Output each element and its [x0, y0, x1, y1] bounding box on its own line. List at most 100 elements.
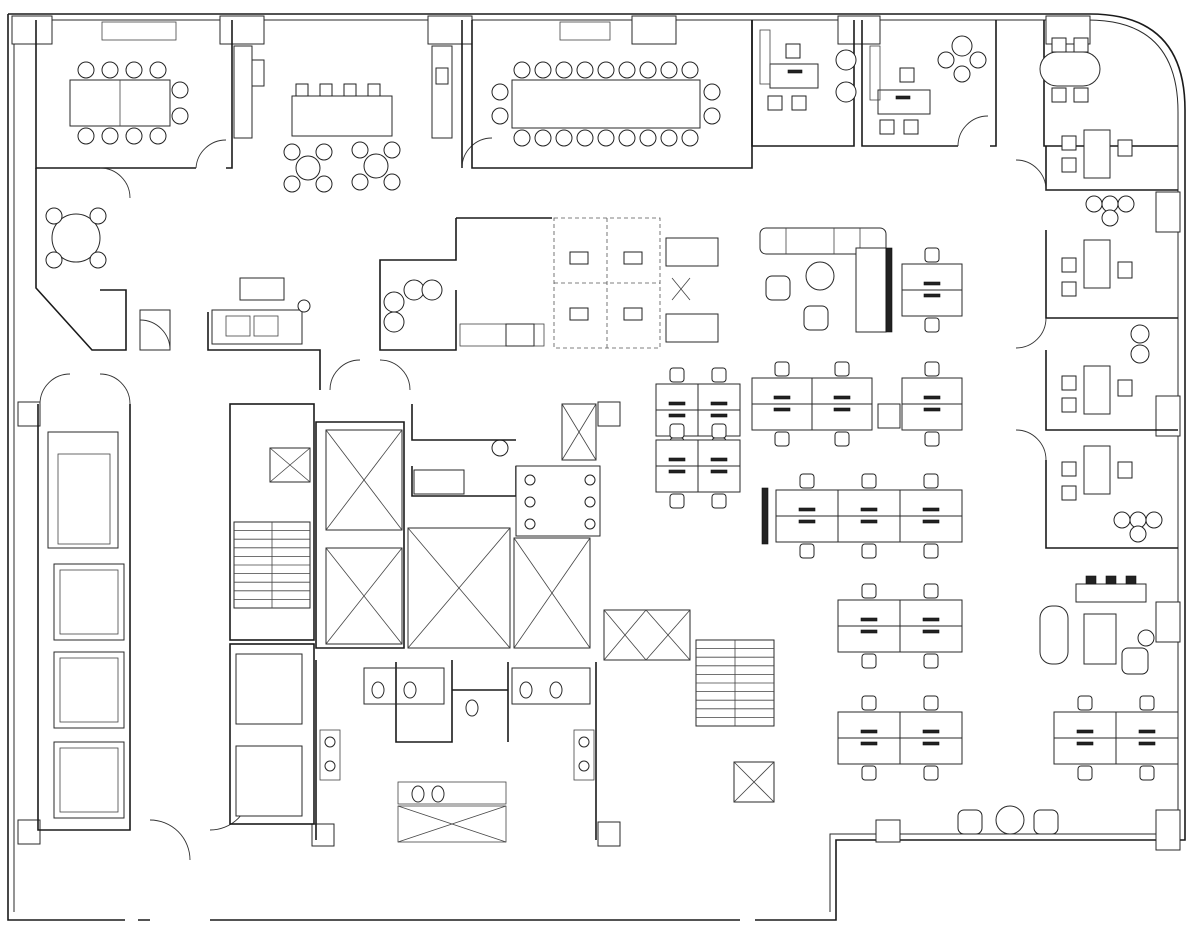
chair	[861, 695, 877, 711]
chair	[669, 367, 685, 383]
building-core	[37, 373, 775, 861]
monitor	[860, 519, 878, 524]
desk	[899, 599, 963, 627]
workstation-bench	[751, 361, 873, 447]
desk	[697, 439, 741, 467]
chair	[861, 543, 877, 559]
chair	[774, 361, 790, 377]
chair	[618, 61, 636, 79]
column	[631, 15, 677, 45]
chair	[774, 431, 790, 447]
chair	[491, 83, 509, 101]
pantry	[233, 20, 493, 193]
monitor	[798, 507, 816, 512]
monitor	[833, 407, 851, 412]
monitor	[923, 293, 941, 298]
desk	[899, 711, 963, 739]
monitor	[773, 395, 791, 400]
chair	[1139, 765, 1155, 781]
monitor	[923, 407, 941, 412]
chair	[639, 129, 657, 147]
boardroom	[471, 20, 753, 169]
monitor	[710, 401, 728, 406]
workstation-bench	[901, 361, 963, 447]
desk	[751, 377, 813, 405]
desk	[837, 711, 901, 739]
chair	[669, 423, 685, 439]
column	[597, 401, 621, 427]
monitor	[922, 629, 940, 634]
conference-room-1	[35, 20, 233, 169]
lounge-area	[759, 227, 893, 333]
column	[11, 15, 53, 45]
chair	[513, 61, 531, 79]
left-meeting-area	[35, 167, 321, 390]
column	[1155, 601, 1181, 643]
desk	[837, 599, 901, 627]
workstation-bench	[837, 583, 963, 669]
column	[311, 823, 335, 847]
chair	[555, 61, 573, 79]
monitor	[668, 413, 686, 418]
chair	[681, 61, 699, 79]
cafe-table-1	[283, 143, 333, 193]
monitor	[668, 457, 686, 462]
chair	[669, 493, 685, 509]
chair	[681, 129, 699, 147]
monitor	[798, 519, 816, 524]
column	[597, 821, 621, 847]
desk	[837, 489, 901, 517]
monitor	[923, 395, 941, 400]
workstation-bench	[901, 247, 963, 333]
column	[837, 15, 881, 45]
chair	[924, 317, 940, 333]
column	[1155, 809, 1181, 851]
office-desk	[1061, 445, 1163, 543]
chair	[534, 129, 552, 147]
chair	[555, 129, 573, 147]
chair	[597, 129, 615, 147]
central-huddle	[329, 217, 719, 497]
stairs	[695, 639, 775, 727]
chair	[513, 129, 531, 147]
chair	[861, 765, 877, 781]
monitor	[710, 469, 728, 474]
chair	[923, 765, 939, 781]
chairs	[491, 61, 721, 147]
chair	[924, 247, 940, 263]
chair	[834, 361, 850, 377]
chair	[924, 361, 940, 377]
monitor	[668, 469, 686, 474]
chair	[923, 473, 939, 489]
chair	[834, 431, 850, 447]
lounge-pod	[937, 35, 987, 83]
desk	[837, 625, 901, 653]
chair	[1139, 695, 1155, 711]
monitor	[668, 401, 686, 406]
building-envelope	[7, 13, 1186, 921]
chair	[711, 423, 727, 439]
chair	[597, 61, 615, 79]
monitor	[922, 617, 940, 622]
office-row-top	[751, 20, 1178, 147]
workstation-bench	[655, 423, 741, 509]
chair	[618, 129, 636, 147]
desk	[811, 377, 873, 405]
monitor	[1138, 741, 1156, 746]
monitor	[710, 413, 728, 418]
monitor	[1138, 729, 1156, 734]
chair	[660, 61, 678, 79]
column	[875, 819, 901, 843]
column	[877, 403, 901, 429]
workstation-bench	[775, 473, 963, 559]
desk	[899, 625, 963, 653]
office-desk	[1061, 324, 1150, 415]
monitor	[1076, 741, 1094, 746]
desk	[775, 489, 839, 517]
monitor	[860, 729, 878, 734]
chair	[923, 543, 939, 559]
corner-lounge	[957, 575, 1155, 835]
chair	[711, 367, 727, 383]
stairs	[233, 521, 311, 609]
office-desk	[1061, 129, 1133, 179]
